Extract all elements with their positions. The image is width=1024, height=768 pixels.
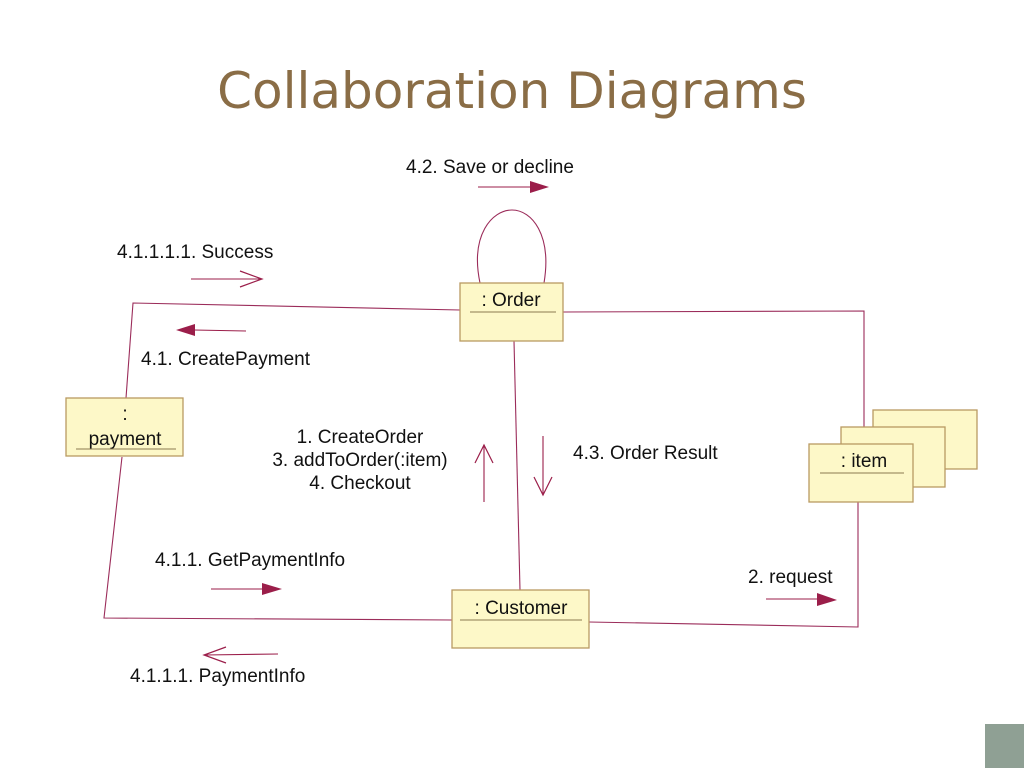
links	[103, 209, 865, 628]
link-customer-item	[588, 502, 859, 628]
msg-payment-info: 4.1.1.1. PaymentInfo	[130, 666, 305, 687]
object-item-multi[interactable]: : item	[808, 409, 978, 503]
object-order[interactable]: : Order	[459, 282, 564, 342]
arrow-create-order	[474, 443, 494, 502]
slide-title: Collaboration Diagrams	[217, 62, 807, 120]
msg-create-payment: 4.1. CreatePayment	[141, 349, 311, 370]
msg-request: 2. request	[748, 567, 833, 588]
msg-save-or-decline: 4.2. Save or decline	[406, 157, 574, 178]
object-payment[interactable]: : payment	[65, 397, 184, 457]
msg-checkout: 4. Checkout	[309, 473, 411, 494]
object-payment-label: payment	[89, 429, 163, 450]
object-item-label: : item	[841, 451, 887, 472]
arrow-success	[191, 270, 264, 288]
msg-order-result: 4.3. Order Result	[573, 443, 718, 464]
message-arrows	[176, 181, 837, 664]
arrow-create-payment	[176, 324, 247, 336]
msg-get-payment-info: 4.1.1. GetPaymentInfo	[155, 550, 345, 571]
link-order-payment	[125, 302, 461, 399]
object-order-label: : Order	[481, 290, 541, 311]
object-customer[interactable]: : Customer	[451, 589, 590, 649]
arrow-order-result	[533, 436, 553, 497]
arrow-save-or-decline	[478, 181, 549, 193]
arrow-payment-info	[202, 646, 279, 664]
self-link-order	[476, 209, 547, 284]
link-order-customer	[513, 340, 521, 591]
msg-success: 4.1.1.1.1. Success	[117, 242, 273, 263]
message-labels: 4.2. Save or decline 4.1.1.1.1. Success …	[117, 157, 833, 687]
msg-create-order: 1. CreateOrder	[297, 427, 424, 448]
arrow-request	[766, 593, 837, 606]
arrow-get-payment-info	[211, 583, 282, 595]
corner-accent-block	[985, 724, 1024, 768]
msg-add-to-order: 3. addToOrder(:item)	[272, 450, 447, 471]
link-order-item	[562, 310, 865, 444]
object-customer-label: : Customer	[475, 598, 569, 619]
object-payment-label-colon: :	[122, 404, 127, 425]
link-payment-customer	[103, 456, 453, 621]
